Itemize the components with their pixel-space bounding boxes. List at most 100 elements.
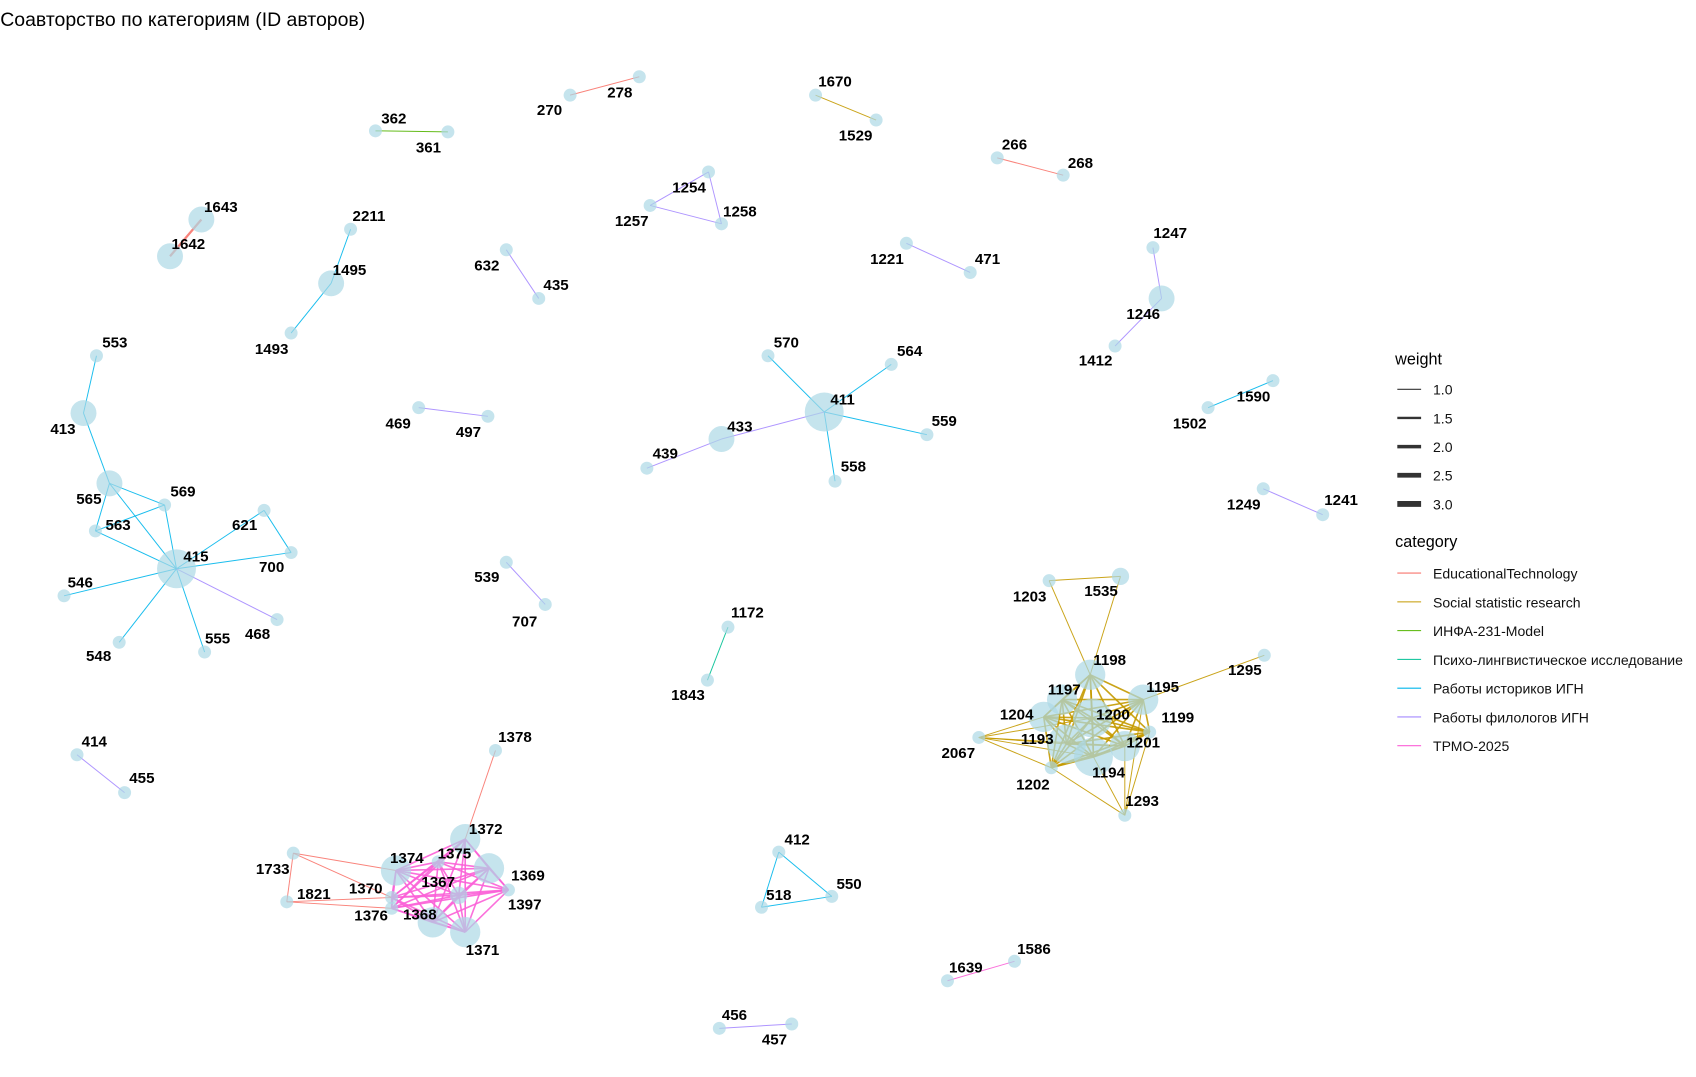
node-label-435: 435 bbox=[543, 277, 568, 294]
node-1202 bbox=[1044, 761, 1058, 775]
node-411 bbox=[804, 392, 844, 432]
edge-456-457 bbox=[719, 1023, 792, 1029]
node-435 bbox=[532, 291, 546, 305]
node-550 bbox=[825, 889, 839, 903]
node-558 bbox=[828, 474, 842, 488]
category-legend-label-2: ИНФА-231-Model bbox=[1433, 623, 1544, 639]
node-1194 bbox=[1073, 737, 1113, 777]
node-471 bbox=[963, 266, 977, 279]
edge-621-700 bbox=[263, 510, 292, 553]
node-1375 bbox=[431, 855, 445, 869]
node-label-455: 455 bbox=[129, 770, 154, 787]
node-label-564: 564 bbox=[897, 343, 923, 360]
node-362 bbox=[368, 124, 382, 138]
node-label-411: 411 bbox=[830, 392, 854, 409]
node-label-1590: 1590 bbox=[1237, 388, 1271, 405]
node-label-1198: 1198 bbox=[1093, 652, 1126, 669]
node-label-1374: 1374 bbox=[390, 850, 424, 867]
node-label-1172: 1172 bbox=[731, 605, 764, 622]
edge-1639-1586 bbox=[947, 960, 1015, 982]
edge-1733-1370 bbox=[293, 852, 392, 898]
node-label-2211: 2211 bbox=[353, 208, 386, 225]
edge-1375-1370 bbox=[391, 861, 439, 899]
node-1369 bbox=[473, 853, 505, 884]
node-label-1370: 1370 bbox=[349, 880, 383, 897]
node-621 bbox=[257, 503, 271, 517]
node-label-1372: 1372 bbox=[469, 821, 503, 838]
node-268 bbox=[1056, 168, 1070, 182]
node-label-1643: 1643 bbox=[204, 199, 238, 216]
node-433 bbox=[708, 426, 735, 452]
node-label-1194: 1194 bbox=[1092, 765, 1125, 782]
node-546 bbox=[57, 589, 71, 603]
node-label-1257: 1257 bbox=[615, 213, 649, 230]
node-label-414: 414 bbox=[82, 733, 108, 750]
edge-1369-1370 bbox=[391, 867, 490, 899]
node-label-1254: 1254 bbox=[672, 180, 706, 197]
node-1535 bbox=[1111, 567, 1130, 585]
edges-layer bbox=[63, 76, 1323, 1029]
node-1372 bbox=[450, 823, 481, 855]
edge-1370-1397 bbox=[391, 889, 509, 899]
edge-412-518 bbox=[761, 851, 780, 908]
weight-legend-title: weight bbox=[1394, 350, 1442, 368]
edge-1203-1198 bbox=[1048, 580, 1091, 675]
node-1670 bbox=[809, 88, 823, 102]
node-1246 bbox=[1148, 285, 1175, 312]
edge-539-707 bbox=[505, 561, 546, 605]
node-1843 bbox=[700, 673, 714, 687]
node-label-539: 539 bbox=[474, 569, 499, 586]
node-439 bbox=[640, 461, 654, 475]
node-1172 bbox=[721, 620, 735, 634]
node-569 bbox=[158, 498, 172, 512]
node-1295 bbox=[1257, 648, 1271, 662]
node-632 bbox=[499, 243, 513, 257]
node-1642 bbox=[157, 243, 183, 270]
node-1254 bbox=[702, 165, 715, 179]
node-1502 bbox=[1201, 401, 1215, 415]
node-label-1258: 1258 bbox=[723, 203, 757, 220]
node-700 bbox=[284, 546, 298, 560]
edge-518-550 bbox=[761, 895, 832, 908]
edge-1195-1295 bbox=[1143, 654, 1265, 701]
node-278 bbox=[632, 70, 646, 84]
node-1204 bbox=[1028, 701, 1059, 733]
node-565 bbox=[96, 470, 123, 497]
node-label-1493: 1493 bbox=[255, 341, 289, 358]
node-361 bbox=[441, 125, 455, 139]
edge-1535-1198 bbox=[1089, 576, 1121, 675]
edge-1369-1376 bbox=[391, 867, 490, 910]
node-label-565: 565 bbox=[76, 491, 101, 508]
edge-439-433 bbox=[646, 438, 722, 469]
node-label-1375: 1375 bbox=[438, 846, 472, 863]
node-559 bbox=[920, 428, 934, 442]
node-label-2067: 2067 bbox=[941, 745, 975, 762]
edge-1397-1376 bbox=[391, 889, 509, 910]
node-label-1670: 1670 bbox=[818, 74, 852, 91]
node-label-1642: 1642 bbox=[172, 236, 206, 253]
node-518 bbox=[755, 900, 768, 914]
node-label-1221: 1221 bbox=[870, 251, 904, 268]
node-468 bbox=[270, 613, 284, 627]
node-label-1195: 1195 bbox=[1146, 679, 1179, 696]
node-label-433: 433 bbox=[727, 419, 752, 436]
node-label-632: 632 bbox=[474, 258, 499, 275]
weight-legend-label-1: 1.5 bbox=[1433, 410, 1453, 426]
node-555 bbox=[198, 645, 212, 659]
edge-632-435 bbox=[505, 249, 540, 299]
weight-legend-label-2: 2.0 bbox=[1433, 439, 1453, 455]
node-label-439: 439 bbox=[653, 446, 678, 463]
edge-1821-1376 bbox=[286, 901, 392, 909]
node-label-563: 563 bbox=[105, 517, 130, 534]
edge-1733-1374 bbox=[293, 852, 397, 871]
node-label-1247: 1247 bbox=[1153, 225, 1187, 242]
edge-1257-1258 bbox=[649, 204, 722, 225]
node-label-1639: 1639 bbox=[949, 959, 983, 976]
edge-1203-1535 bbox=[1049, 575, 1121, 582]
node-1247 bbox=[1146, 241, 1160, 255]
edge-1374-1397 bbox=[395, 869, 509, 891]
weight-legend-label-3: 2.5 bbox=[1433, 468, 1453, 484]
edge-1254-1258 bbox=[708, 171, 722, 224]
node-2211 bbox=[344, 222, 358, 236]
